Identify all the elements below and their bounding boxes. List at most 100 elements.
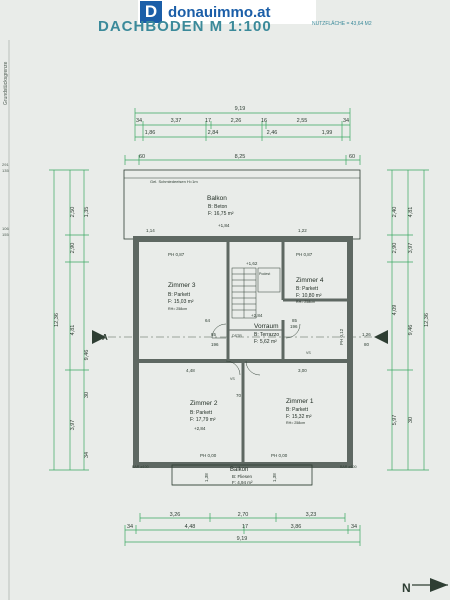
dim-label: 4,09 xyxy=(392,305,398,316)
room-area: F: 10,80 m² xyxy=(296,293,322,299)
room-area: F: 17,79 m² xyxy=(190,417,216,423)
room-name: Balkon xyxy=(230,467,248,473)
dim-label: 80 xyxy=(364,342,370,347)
dim-label: 1,99 xyxy=(322,130,333,136)
dim-label: 1,86 xyxy=(145,130,156,136)
room-zimmer1: Zimmer 1 B: Parkett F: 15,32 m² RH= 258c… xyxy=(286,398,314,425)
room-area: F: 4,94 m² xyxy=(232,480,253,485)
window-label: PH 0,87 xyxy=(296,252,313,257)
room-vorraum: Vorraum B: Terrazzo F: 5,62 m² xyxy=(254,323,279,345)
room-zimmer4: Zimmer 4 B: Parkett F: 10,80 m² RH= 258c… xyxy=(296,277,324,304)
dim-label: 5,97 xyxy=(392,415,398,426)
dim-label: 12,36 xyxy=(424,313,430,327)
dim-label: 64 xyxy=(205,318,211,323)
dim-label: 4,81 xyxy=(408,207,414,218)
dim-label: 70 xyxy=(236,393,242,398)
section-arrow-left-icon xyxy=(92,330,106,344)
dim-label: 3,00 xyxy=(298,368,307,373)
margin-number: 106 xyxy=(2,226,9,231)
room-name: Balkon xyxy=(207,195,227,202)
dim-label: 2,46 xyxy=(267,130,278,136)
dim-label: 196 xyxy=(211,342,219,347)
room-name: Zimmer 2 xyxy=(190,400,218,407)
dim-label: 3,97 xyxy=(70,420,76,431)
room-zimmer2: Zimmer 2 B: Parkett F: 17,79 m² +2,84 xyxy=(190,400,218,431)
section-arrow-right-icon xyxy=(374,330,388,344)
room-area: F: 16,75 m² xyxy=(208,211,234,217)
door-code: BAR ø100 xyxy=(132,465,149,469)
dim-label: 196 xyxy=(290,324,298,329)
dim-label: 34 xyxy=(343,118,349,124)
margin-number: 155 xyxy=(2,232,9,237)
room-area: F: 15,03 m² xyxy=(168,299,194,305)
room-floor: B: Terrazzo xyxy=(254,332,279,338)
dim-label: 2,40 xyxy=(392,207,398,218)
dim-label: 17 xyxy=(242,524,248,530)
dim-label: 34 xyxy=(351,524,357,530)
room-floor: B: Parkett xyxy=(190,410,213,416)
north-marker: N xyxy=(402,581,411,595)
room-height: RH= 258cm xyxy=(286,421,305,425)
room-level: +1,84 xyxy=(218,223,230,228)
plan-title: DACHBODEN M 1:100 xyxy=(98,18,272,35)
right-dimension-labels: 2,40 2,90 4,09 5,97 4,81 3,97 9,46 30 12… xyxy=(392,207,430,426)
dim-label: 4,48 xyxy=(186,368,195,373)
brand-name: donauimmo.at xyxy=(168,3,271,21)
dim-label: 2,84 xyxy=(208,130,219,136)
room-zimmer3: Zimmer 3 B: Parkett F: 15,03 m² RH= 258c… xyxy=(168,282,196,311)
room-area: F: 5,62 m² xyxy=(254,339,277,345)
dim-label: 2,70 xyxy=(238,512,249,518)
dim-label: 34 xyxy=(84,452,90,458)
dim-label: 3,97 xyxy=(408,243,414,254)
room-floor: B: Fliesen xyxy=(232,474,253,479)
dim-label: 1,38 xyxy=(204,473,209,482)
top-dimensions xyxy=(124,108,361,165)
dim-label: 8,25 xyxy=(235,154,246,160)
stair-level: +1,62 xyxy=(246,261,258,266)
dim-label: 30 xyxy=(408,417,414,423)
room-name: Zimmer 1 xyxy=(286,398,314,405)
door-codes: DSTR VS VS BAR ø100 BAR ø100 xyxy=(132,334,357,469)
side-label: Grundstücksgrenze xyxy=(3,61,9,105)
window-labels: PH 0,87 PH 0,87 PH 0,00 PH 0,00 PH 0,12 xyxy=(168,252,344,458)
dim-label: 3,26 xyxy=(170,512,181,518)
dim-label: 1,35 xyxy=(84,207,90,218)
staircase xyxy=(231,267,281,319)
room-balkon-bottom: Balkon B: Fliesen F: 4,94 m² xyxy=(230,467,253,485)
brand-mark-icon: D xyxy=(140,1,162,23)
dim-label: 2,26 xyxy=(231,118,242,124)
dim-label: 9,19 xyxy=(235,106,246,112)
top-dimension-labels: 9,19 34 3,37 17 2,26 16 2,55 34 1,86 2,8… xyxy=(136,106,355,160)
right-dimensions xyxy=(387,169,429,471)
dim-label: 34 xyxy=(127,524,133,530)
dim-label: 85 xyxy=(292,318,298,323)
door-code: VS xyxy=(306,351,311,355)
dim-label: 30 xyxy=(84,392,90,398)
doors xyxy=(211,323,301,376)
room-area: F: 15,32 m² xyxy=(286,414,312,420)
dim-label: 60 xyxy=(139,154,145,160)
room-balkon-top: Balkon B: Beton F: 16,75 m² +1,84 xyxy=(207,195,234,228)
walls xyxy=(133,236,353,468)
room-height: RH= 258cm xyxy=(168,307,187,311)
dim-label: 34 xyxy=(136,118,142,124)
door-code: DSTR xyxy=(232,334,242,338)
room-floor: B: Parkett xyxy=(296,286,319,292)
dim-label: 60 xyxy=(349,154,355,160)
door-code: BAR ø100 xyxy=(340,465,357,469)
room-level: +2,84 xyxy=(194,426,206,431)
margin-number: 135 xyxy=(2,168,9,173)
dim-label: 9,46 xyxy=(408,325,414,336)
hall-level: +2,84 xyxy=(251,313,263,318)
room-floor: B: Beton xyxy=(208,204,227,210)
dim-label: 16 xyxy=(261,118,267,124)
podest-label: Podest xyxy=(259,272,270,276)
room-height: RH= 258cm xyxy=(296,300,315,304)
room-name: Zimmer 4 xyxy=(296,277,324,284)
bottom-dimension-labels: 3,26 2,70 3,23 34 4,48 17 3,86 34 9,19 xyxy=(127,512,357,542)
room-name: Vorraum xyxy=(254,323,279,330)
interior-dimensions: 4,48 3,00 1,14 1,22 85 196 85 196 1,26 8… xyxy=(146,228,371,482)
door-code: VS xyxy=(230,377,235,381)
dim-label: 2,90 xyxy=(70,243,76,254)
